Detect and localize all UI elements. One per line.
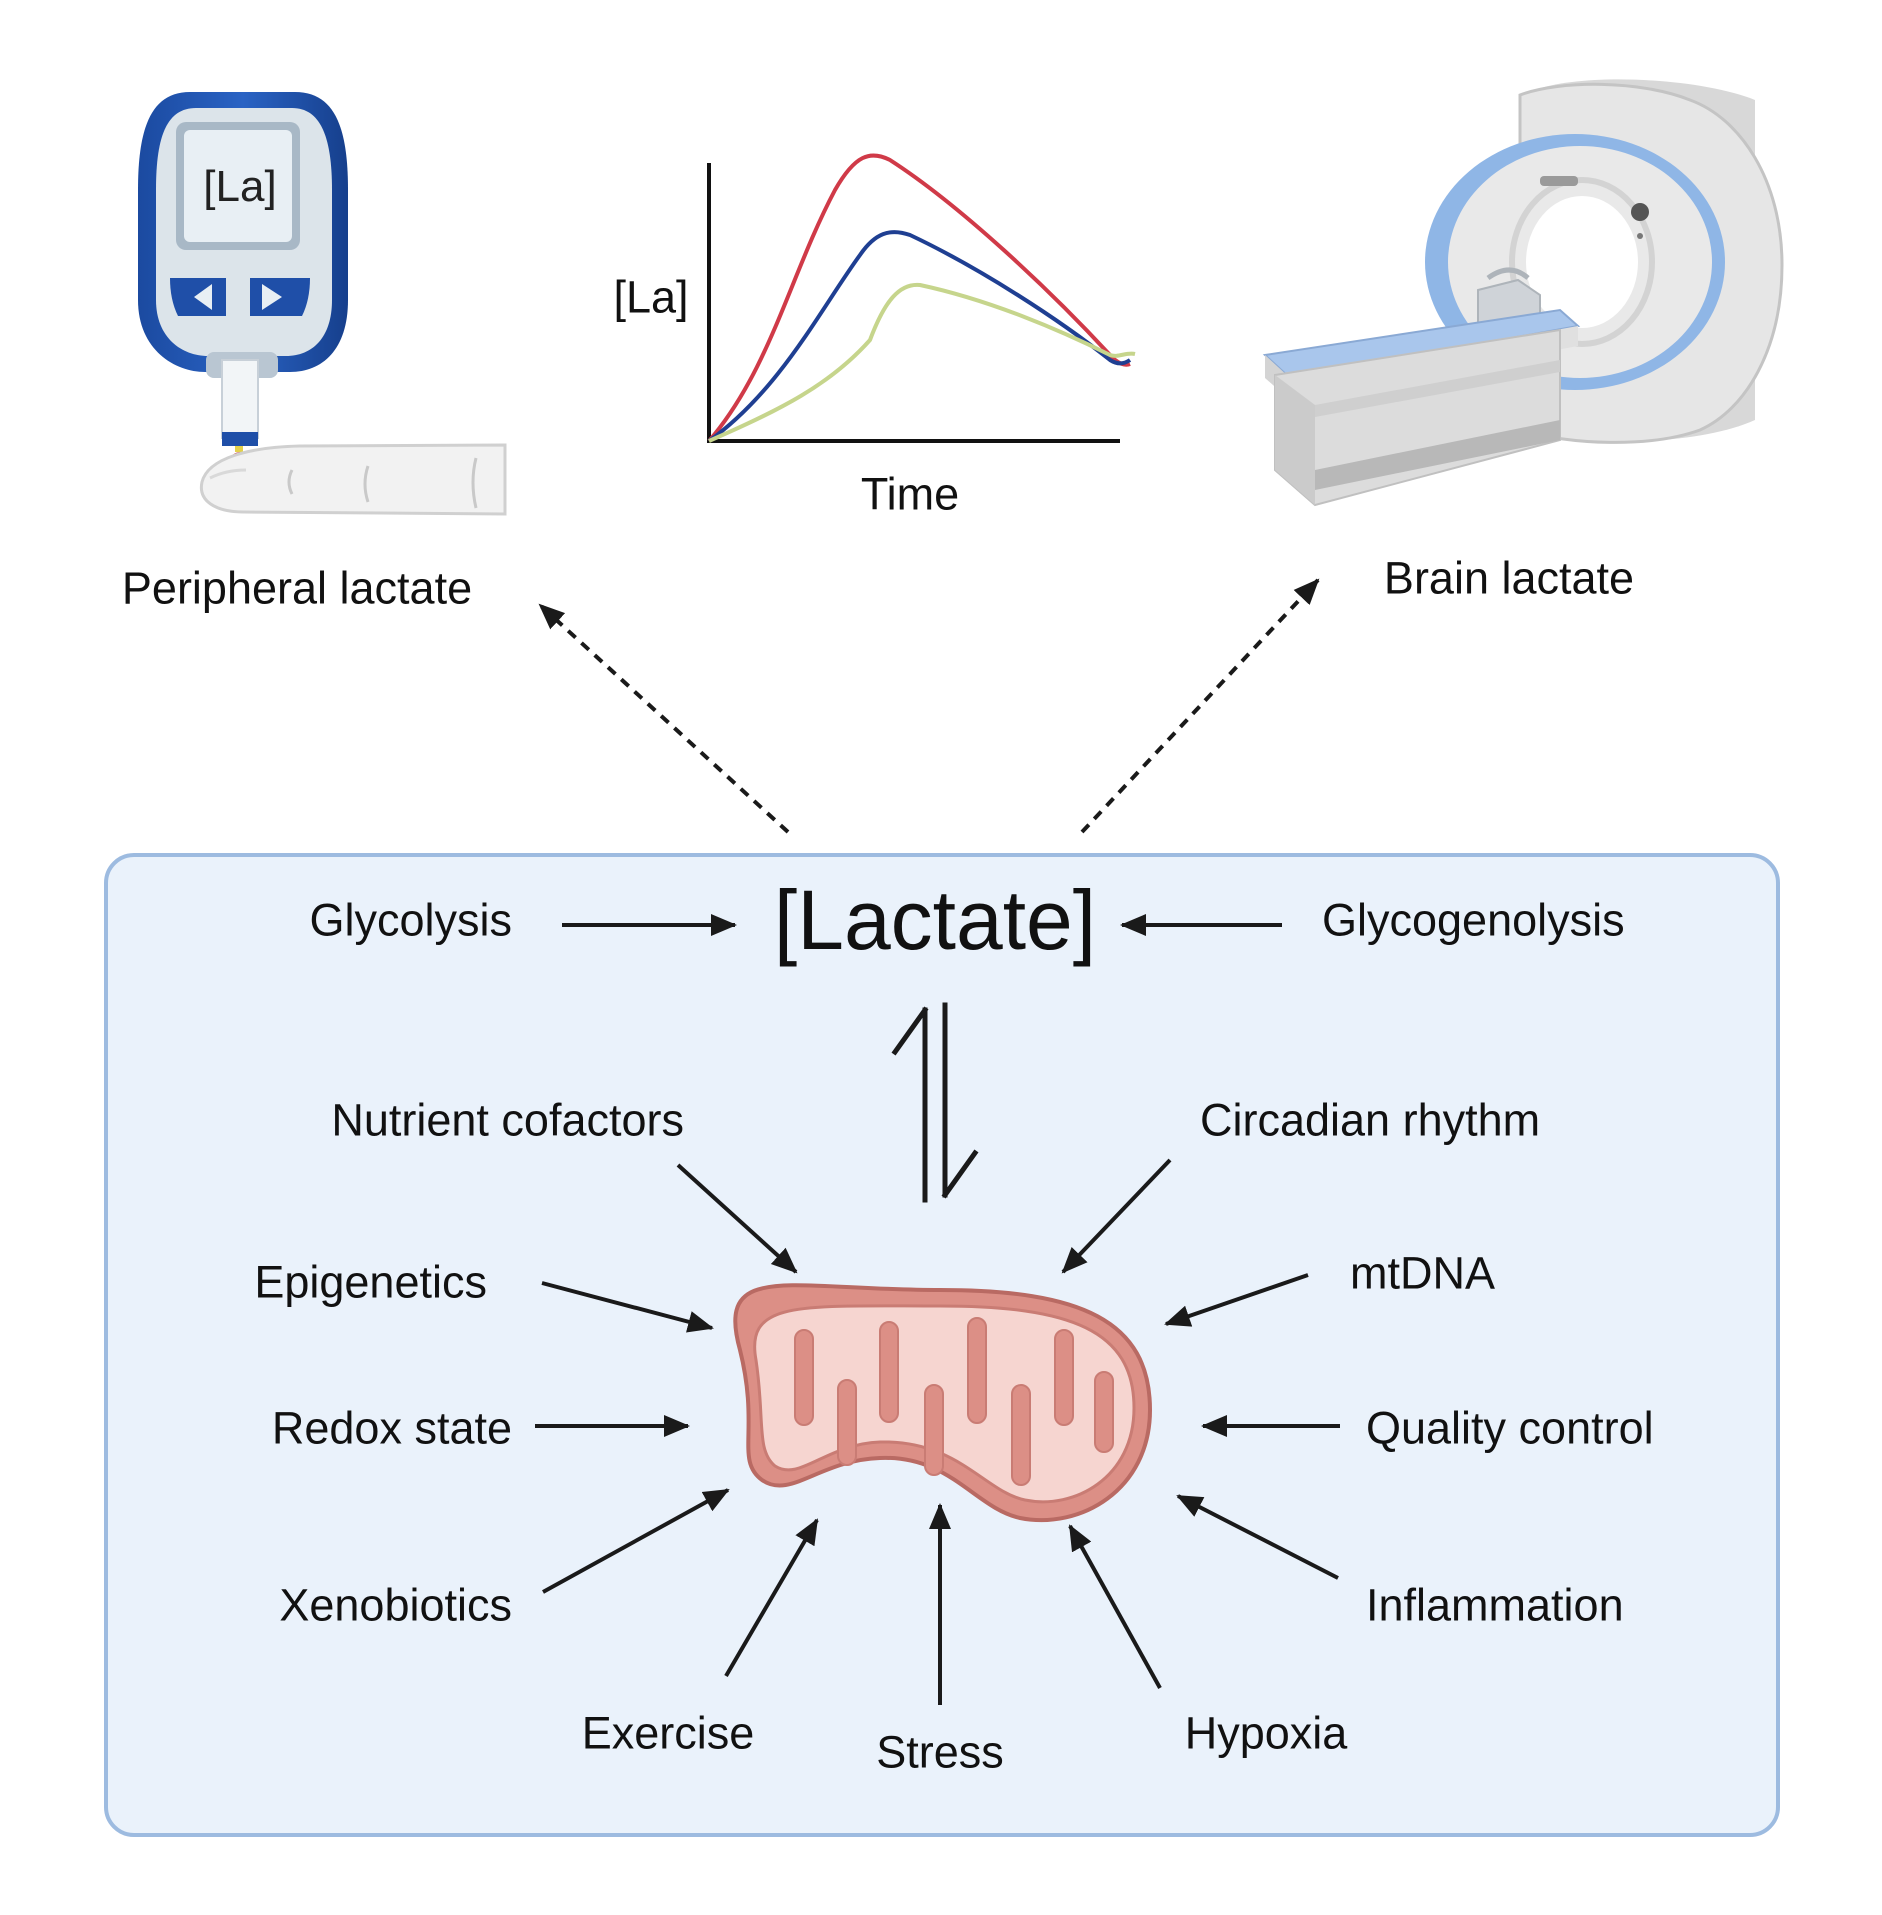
stress-label: Stress xyxy=(876,1726,1004,1778)
mitochondrion-icon xyxy=(733,1283,1153,1523)
finger-icon xyxy=(199,443,507,516)
arrow-nutrient xyxy=(676,1163,798,1274)
lactate-time-graph xyxy=(707,153,1136,443)
arrow-mtdna xyxy=(1164,1273,1309,1327)
arrow-inflammation xyxy=(1176,1494,1339,1580)
arrow-circadian xyxy=(1061,1158,1172,1274)
equilibrium-arrows-icon xyxy=(891,1002,979,1203)
arrow-exercise xyxy=(724,1518,819,1678)
dotted-arrow-brain xyxy=(1080,578,1320,834)
graph-y-label: [La] xyxy=(613,271,689,323)
glycogenolysis-label: Glycogenolysis xyxy=(1322,894,1625,946)
arrow-hypoxia xyxy=(1068,1524,1162,1689)
glycolysis-label: Glycolysis xyxy=(309,894,512,946)
meter-screen-label: [La] xyxy=(203,162,277,211)
curve-red xyxy=(707,153,1131,443)
epigenetics-label: Epigenetics xyxy=(254,1256,487,1308)
curve-blue xyxy=(707,230,1132,443)
graph-x-label: Time xyxy=(860,468,960,520)
redox-state-label: Redox state xyxy=(271,1402,512,1454)
arrow-xenobiotics xyxy=(542,1488,730,1594)
hypoxia-label: Hypoxia xyxy=(1184,1707,1348,1759)
curve-green xyxy=(708,282,1136,443)
mtdna-label: mtDNA xyxy=(1350,1247,1495,1299)
mri-scanner-icon xyxy=(1262,79,1784,507)
quality-control-label: Quality control xyxy=(1366,1402,1654,1454)
circadian-rhythm-label: Circadian rhythm xyxy=(1200,1094,1541,1146)
arrow-epigenetics xyxy=(541,1281,714,1333)
inflammation-label: Inflammation xyxy=(1366,1579,1624,1631)
brain-lactate-label: Brain lactate xyxy=(1383,552,1635,604)
peripheral-lactate-label: Peripheral lactate xyxy=(121,562,473,614)
lactate-title: [Lactate] xyxy=(773,873,1097,967)
exercise-label: Exercise xyxy=(581,1707,755,1759)
xenobiotics-label: Xenobiotics xyxy=(279,1579,512,1631)
dotted-arrow-peripheral xyxy=(538,603,790,834)
nutrient-cofactors-label: Nutrient cofactors xyxy=(331,1094,684,1146)
lactate-meter-icon xyxy=(138,92,348,468)
